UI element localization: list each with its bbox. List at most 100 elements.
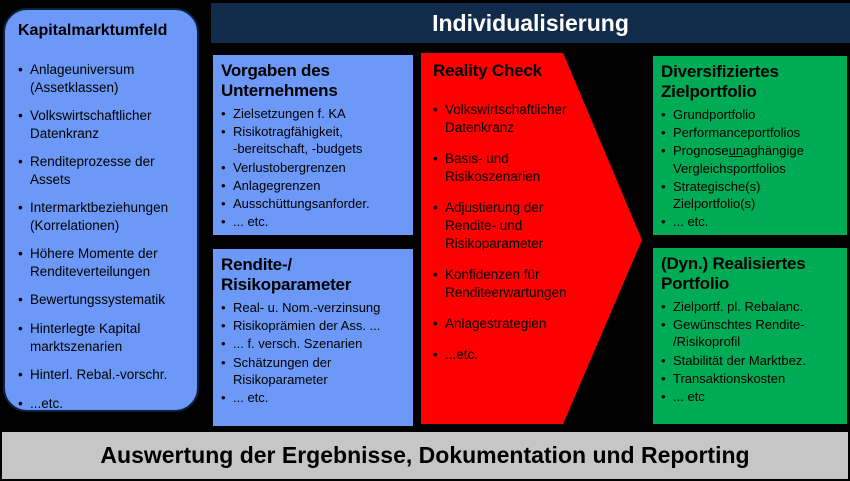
- bullet-icon: •: [18, 108, 23, 124]
- realized-portfolio-title: (Dyn.) Realisiertes Portfolio: [661, 254, 806, 294]
- return-risk-title: Rendite-/ Risikoparameter: [221, 255, 352, 295]
- bullet-icon: •: [221, 214, 226, 230]
- bullet-icon: •: [221, 177, 226, 193]
- bullet-icon: •: [221, 336, 226, 352]
- list-item: • Konfidenzen für Renditeerwartungen: [433, 266, 584, 302]
- list-item: • Anlagegrenzen: [221, 177, 410, 194]
- bullet-icon: •: [18, 367, 23, 383]
- list-item: • Hinterl. Rebal.-vorschr.: [18, 366, 192, 384]
- list-item-text: Stabilität der Marktbez.: [673, 352, 806, 368]
- list-item-text: Hinterl. Rebal.-vorschr.: [30, 367, 168, 383]
- list-item: • Anlageuniversum (Assetklassen): [18, 61, 192, 96]
- list-item: •Anlagestrategien: [433, 315, 584, 333]
- capital-market-title: Kapitalmarktumfeld: [18, 22, 168, 39]
- list-item: •Höhere Momente der Renditeverteilungen: [18, 245, 192, 280]
- list-item: •Basis- und Risikoszenarien: [433, 150, 584, 186]
- list-item-text: ...etc.: [30, 395, 64, 411]
- list-item: •... f. versch. Szenarien: [221, 335, 410, 352]
- bullet-icon: •: [433, 315, 438, 331]
- list-item: •Renditeprozesse der Assets: [18, 153, 192, 188]
- bullet-icon: •: [221, 124, 226, 140]
- bullet-icon: •: [221, 354, 226, 370]
- list-item-text: Anlageuniversum (Assetklassen): [30, 62, 135, 95]
- list-item: •Bewertungssystematik: [18, 291, 192, 309]
- list-item: •... etc: [661, 388, 844, 405]
- bullet-icon: •: [661, 214, 666, 230]
- bullet-icon: •: [661, 317, 666, 333]
- list-item: •Schätzungen der Risikoparameter: [221, 354, 410, 389]
- list-item-text: Volkswirtschaftlicher Datenkranz: [30, 108, 152, 141]
- list-item-text: Strategische(s) Zielportfolio(s): [673, 178, 761, 212]
- footer-title: Auswertung der Ergebnisse, Dokumentation…: [100, 442, 750, 468]
- bullet-icon: •: [221, 196, 226, 212]
- bullet-icon: •: [433, 346, 438, 362]
- list-item: • ...etc.: [433, 346, 584, 364]
- bullet-icon: •: [221, 318, 226, 334]
- bullet-icon: •: [433, 266, 438, 282]
- diversified-portfolio-panel: Diversifiziertes Zielportfolio •Grundpor…: [652, 55, 848, 236]
- list-item: •Prognoseunaghängige Vergleichsportfolio…: [661, 142, 844, 177]
- footer-bar: Auswertung der Ergebnisse, Dokumentation…: [0, 430, 850, 481]
- list-item-text: Adjustierung der Rendite- und Risikopara…: [445, 199, 544, 251]
- list-item-text: Bewertungssystematik: [30, 292, 166, 308]
- list-item: • Stabilität der Marktbez.: [661, 352, 844, 369]
- bullet-icon: •: [661, 352, 666, 368]
- list-item: •Verlustobergrenzen: [221, 159, 410, 176]
- list-item-text: Anlagegrenzen: [233, 177, 321, 193]
- bullet-icon: •: [433, 102, 438, 117]
- bullet-icon: •: [661, 125, 666, 141]
- bullet-icon: •: [661, 106, 666, 122]
- bullet-icon: •: [433, 199, 438, 215]
- list-item-text: Performanceportfolios: [673, 125, 801, 141]
- list-item-text: ... etc.: [673, 214, 709, 230]
- list-item-text: Konfidenzen für Renditeerwartungen: [445, 266, 567, 300]
- list-item: •Intermarktbeziehungen (Korrelationen): [18, 199, 192, 234]
- list-item: •Transaktionskosten: [661, 370, 844, 387]
- list-item-text: ... etc.: [233, 390, 269, 406]
- company-requirements-panel: Vorgaben des Unternehmens •Zielsetzungen…: [212, 54, 414, 236]
- return-risk-panel: Rendite-/ Risikoparameter •Real- u. Nom.…: [212, 248, 414, 427]
- list-item-text: Grundportfolio: [673, 106, 756, 122]
- realized-portfolio-panel: (Dyn.) Realisiertes Portfolio • Zielportf…: [652, 247, 848, 425]
- list-item: • ...etc.: [18, 395, 192, 413]
- list-item: • Risikotragfähigkeit, -bereitschaft, -bu…: [221, 123, 410, 158]
- bullet-icon: •: [661, 370, 666, 386]
- bullet-icon: •: [221, 159, 226, 175]
- list-item: • Zielportf. pl. Rebalanc.: [661, 298, 844, 315]
- capital-market-panel: Kapitalmarktumfeld • Anlageuniversum (Ass…: [3, 8, 199, 412]
- list-item: • Hinterlegte Kapital marktszenarien: [18, 320, 192, 355]
- capital-market-list: • Anlageuniversum (Assetklassen) • Volkswi…: [18, 61, 192, 412]
- list-item-text: Volkswirtschaftlicher Datenkranz: [445, 102, 567, 135]
- list-item-text-prefix: Prognose: [673, 143, 729, 159]
- reality-check-arrow: Reality Check •Volkswirtschaftlicher Dat…: [421, 53, 642, 424]
- return-risk-list: •Real- u. Nom.-verzinsung •Risikoprämien…: [221, 299, 410, 407]
- diversified-portfolio-list: • Grundportfolio • Performanceportfolios •…: [661, 106, 844, 231]
- company-requirements-title: Vorgaben des Unternehmens: [221, 61, 338, 101]
- list-item: •... etc.: [221, 213, 410, 230]
- banner-title: Individualisierung: [432, 9, 629, 36]
- list-item-text: Basis- und Risikoszenarien: [445, 150, 541, 184]
- bullet-icon: •: [18, 395, 23, 411]
- list-item-text: ...etc.: [445, 346, 479, 362]
- list-item: •Zielsetzungen f. KA: [221, 105, 410, 122]
- bullet-icon: •: [18, 321, 23, 337]
- bullet-icon: •: [18, 154, 23, 170]
- bullet-icon: •: [661, 143, 666, 159]
- list-item-text: ... etc: [673, 389, 705, 405]
- bullet-icon: •: [661, 298, 666, 314]
- bullet-icon: •: [661, 178, 666, 194]
- individualisierung-banner: Individualisierung: [211, 3, 850, 43]
- list-item: •... etc.: [221, 389, 410, 406]
- bullet-icon: •: [18, 246, 23, 262]
- list-item-text: Hinterlegte Kapital marktszenarien: [30, 321, 141, 354]
- list-item-text: Ausschüttungsanforder.: [233, 196, 370, 212]
- bullet-icon: •: [221, 299, 226, 315]
- reality-check-list: •Volkswirtschaftlicher Datenkranz •Basis…: [433, 101, 584, 363]
- list-item-text: Risikotragfähigkeit, -bereitschaft, -bud…: [233, 124, 363, 157]
- list-item: •Risikoprämien der Ass. ...: [221, 317, 410, 334]
- list-item: • Performanceportfolios: [661, 124, 844, 141]
- list-item-text: Zielportf. pl. Rebalanc.: [673, 298, 804, 314]
- bullet-icon: •: [18, 62, 23, 77]
- realized-portfolio-list: •Zielportf. pl. Rebalanc. •Gewünschtes R…: [661, 298, 844, 406]
- list-item: • Volkswirtschaftlicher Datenkranz: [433, 101, 584, 137]
